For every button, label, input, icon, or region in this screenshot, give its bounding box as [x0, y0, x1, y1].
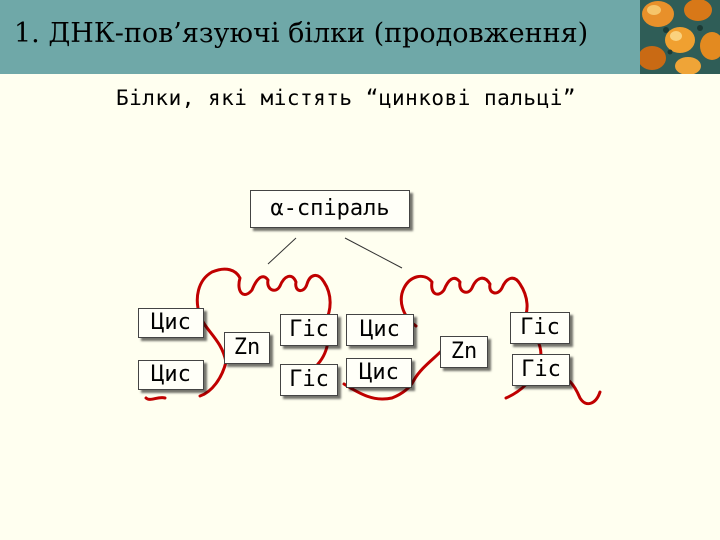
finger-1-zinc: Zn — [224, 332, 270, 364]
finger-1-his-top: Гіс — [280, 314, 338, 346]
subtitle: Білки, які містять “цинкові пальці” — [116, 86, 577, 110]
finger-1-chain — [144, 267, 332, 401]
slide-title: 1. ДНК-пов’язуючі білки (продовження) — [14, 18, 589, 49]
alpha-helix-label: α-спіраль — [250, 190, 410, 228]
finger-1-cys-bottom: Цис — [138, 360, 204, 390]
finger-2-cys-bottom: Цис — [346, 358, 412, 388]
finger-2-his-top: Гіс — [510, 312, 570, 344]
pointer-line-right — [344, 237, 403, 269]
finger-2-his-bottom: Гіс — [512, 354, 570, 386]
decorative-image — [640, 0, 720, 74]
fruit-photo-icon — [640, 0, 720, 74]
finger-2-cys-top: Цис — [346, 314, 414, 346]
title-bar: 1. ДНК-пов’язуючі білки (продовження) — [0, 0, 640, 74]
finger-1-his-bottom: Гіс — [280, 364, 338, 396]
pointer-line-left — [267, 237, 297, 265]
finger-1-cys-top: Цис — [138, 308, 204, 338]
finger-2-zinc: Zn — [440, 336, 488, 368]
